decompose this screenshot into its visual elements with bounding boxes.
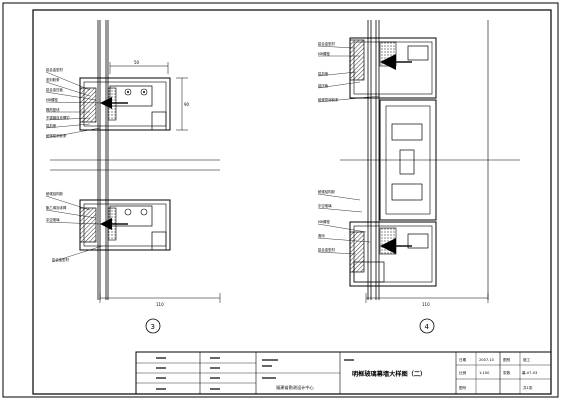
scale-label: 比例	[459, 370, 467, 375]
label-d3-u1: 密封胶条	[46, 77, 60, 82]
dim-bottom-width-4: 110	[422, 302, 430, 307]
label-d3-u6: 铝扣盖	[46, 123, 57, 128]
label-d3-u0: 铝合金型材	[46, 67, 64, 72]
label-d4-u4: 耐候密封胶条	[318, 97, 339, 102]
page-label: 张数	[503, 370, 511, 375]
date-label: 日期	[459, 357, 467, 362]
label-d3-l0: 耐候结构胶	[46, 191, 64, 196]
number-value: 幕-07-03	[522, 370, 537, 375]
label-d3-u7: 耐候密封胶条	[46, 133, 67, 138]
label-d3-l2: 中空玻璃	[46, 217, 60, 222]
date-value: 2007.10	[479, 358, 495, 362]
dim-height: 90	[184, 102, 190, 107]
title-block: 福建省勘测设计中心 明框玻璃幕墙大样图（二） 日期 2007.10 比例 1:1…	[135, 351, 552, 395]
scale-value: 1:100	[479, 371, 490, 375]
transom-middle	[379, 99, 437, 221]
label-d4-u0: 铝合金型材	[318, 41, 336, 46]
label-d3-u5: 不锈钢自攻螺钉	[46, 115, 70, 120]
sheet-value: 施工	[523, 357, 531, 362]
label-d4-m1: 中空玻璃	[318, 203, 332, 208]
label-d4-u1: M6螺栓	[318, 51, 330, 56]
inner-border	[32, 9, 552, 395]
label-d3-l1: 聚乙烯泡沫棒	[46, 205, 67, 210]
label-d4-m3: 角码	[318, 233, 325, 238]
label-d3-u2: 铝合金压板	[46, 87, 64, 92]
detail-4-number: 4	[425, 323, 430, 331]
dim-top-width: 50	[134, 60, 140, 65]
sheet-label: 图别	[503, 357, 511, 362]
label-d3-l3: 铝合金型材	[52, 257, 70, 262]
detail-3-bubble	[145, 318, 161, 334]
label-d4-m4: 铝合金型材	[318, 247, 336, 252]
label-d4-u3: 铝压板	[318, 83, 329, 88]
label-d3-u4: 隔热垫块	[46, 107, 60, 112]
drawing-title: 明框玻璃幕墙大样图（二）	[352, 370, 426, 378]
number-label: 图号	[459, 385, 467, 390]
company-name: 福建省勘测设计中心	[276, 384, 315, 391]
detail-3: 50 90 铝合金型材 密封胶条 铝合金压板 M6螺栓 隔热垫块 不锈钢自攻螺钉…	[45, 20, 221, 334]
label-d4-m2: M6螺栓	[318, 219, 330, 224]
dim-bottom-width-3: 110	[156, 302, 164, 307]
page-value: 共1张	[523, 385, 533, 390]
label-d4-u2: 铝扣盖	[318, 71, 329, 76]
label-d3-u3: M6螺栓	[46, 97, 58, 102]
detail-4: 铝合金型材 M6螺栓 铝扣盖 铝压板 耐候密封胶条 耐候结构胶 中空玻璃 M6螺…	[317, 20, 520, 334]
detail-4-bubble	[419, 318, 435, 334]
label-d4-m0: 耐候结构胶	[318, 189, 336, 194]
detail-3-number: 3	[151, 323, 155, 331]
